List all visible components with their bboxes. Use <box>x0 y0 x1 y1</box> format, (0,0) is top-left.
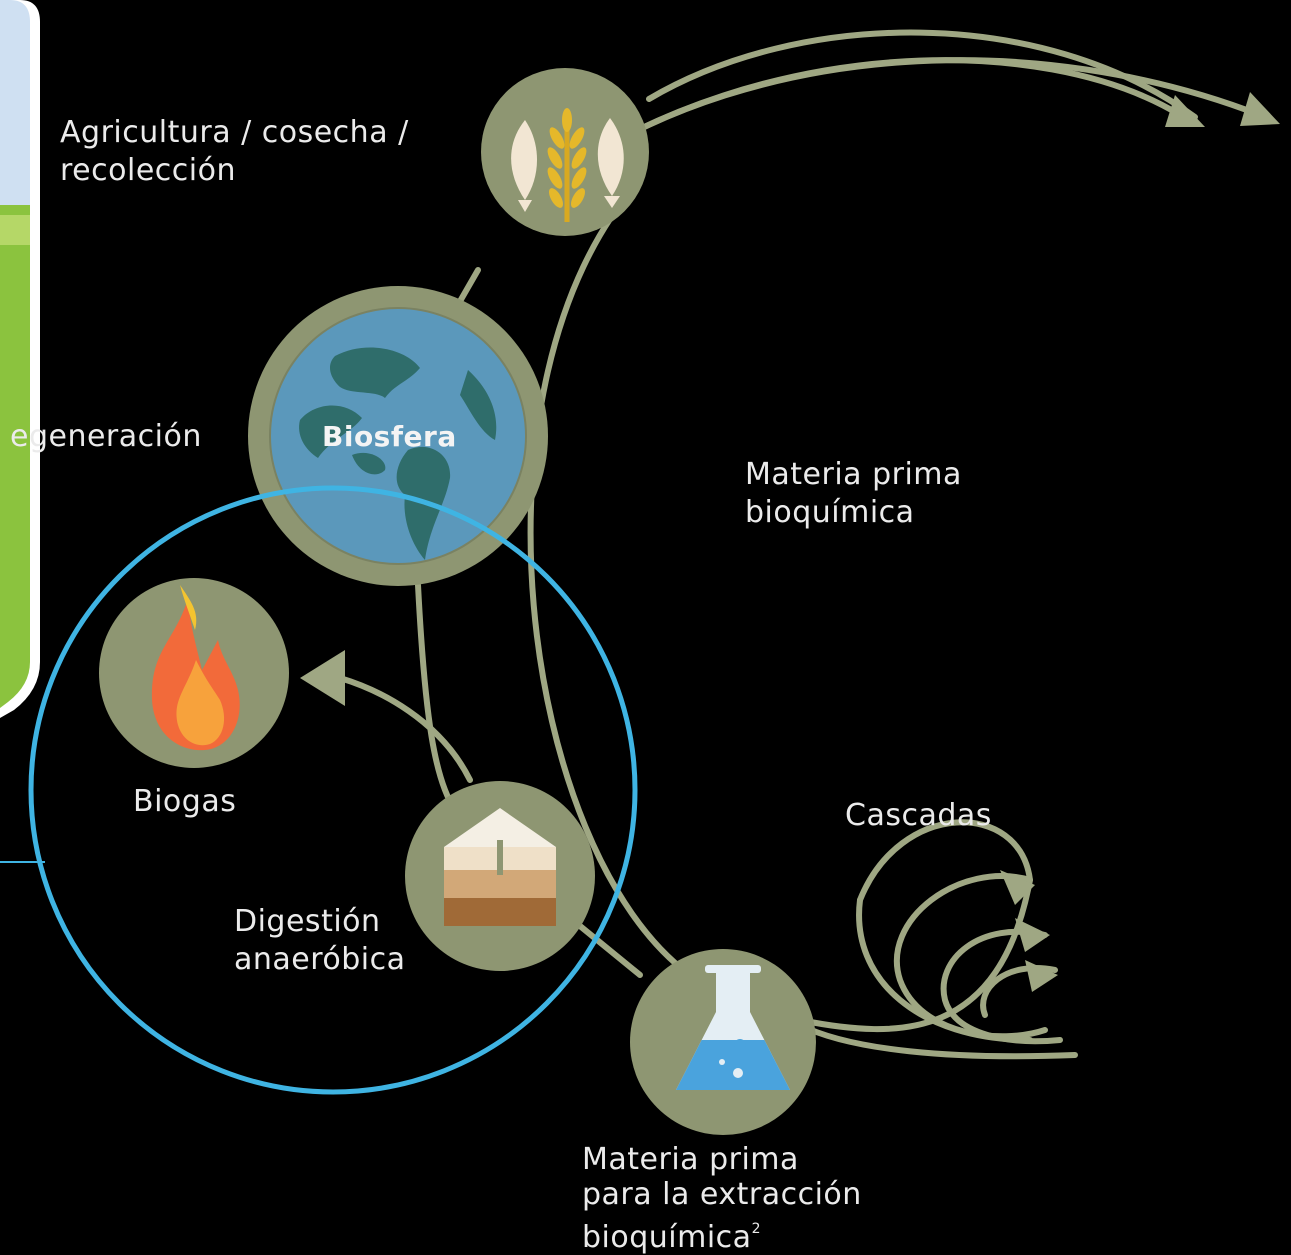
arrowhead-cascade-3 <box>1025 960 1058 992</box>
harvest-label-line-1: Agricultura / cosecha / <box>60 115 409 150</box>
flask-icon <box>676 965 790 1090</box>
extraction-label: Materia prima para la extracción bioquím… <box>582 1142 862 1255</box>
left-panel-fragment <box>0 0 45 863</box>
harvest-node <box>481 68 649 236</box>
arrowheads <box>300 92 1280 992</box>
extraction-label-line-3: bioquímica2 <box>582 1212 862 1255</box>
extraction-label-line-2: para la extracción <box>582 1177 862 1212</box>
arrowhead-top-1 <box>1165 95 1205 127</box>
arrowhead-cascade-2 <box>1015 918 1050 952</box>
arrowhead-cascade-1 <box>1000 870 1035 905</box>
extraction-footnote-marker: 2 <box>751 1221 761 1237</box>
regeneration-label: egeneración <box>10 419 202 454</box>
digestion-label-line-1: Digestión <box>234 904 381 939</box>
feedstock-label-line-2: bioquímica <box>745 495 915 530</box>
soil-layers-icon <box>444 808 556 926</box>
feedstock-label-line-1: Materia prima <box>745 457 962 492</box>
biogas-label: Biogas <box>133 784 237 819</box>
biosphere-node <box>248 286 548 586</box>
cascades-label: Cascadas <box>845 798 992 833</box>
extraction-label-line-1: Materia prima <box>582 1142 799 1177</box>
earth-globe-icon <box>269 307 527 565</box>
fish-wheat-icon <box>511 108 624 222</box>
biogas-node <box>99 578 289 768</box>
harvest-label-line-2: recolección <box>60 153 236 188</box>
arrowhead-top-2 <box>1240 92 1280 126</box>
flame-icon <box>151 585 240 751</box>
harvest-label: Agricultura / cosecha / recolección <box>60 114 409 190</box>
feedstock-label: Materia prima bioquímica <box>745 456 962 532</box>
extraction-label-line-3-text: bioquímica <box>582 1220 752 1255</box>
digestion-node <box>405 781 595 971</box>
extraction-node <box>630 949 816 1135</box>
digestion-label-line-2: anaeróbica <box>234 942 406 977</box>
arrowhead-biogas <box>300 650 345 706</box>
highlight-ring <box>28 485 638 1095</box>
biosphere-label: Biosfera <box>322 420 457 453</box>
digestion-label: Digestión anaeróbica <box>234 903 406 979</box>
